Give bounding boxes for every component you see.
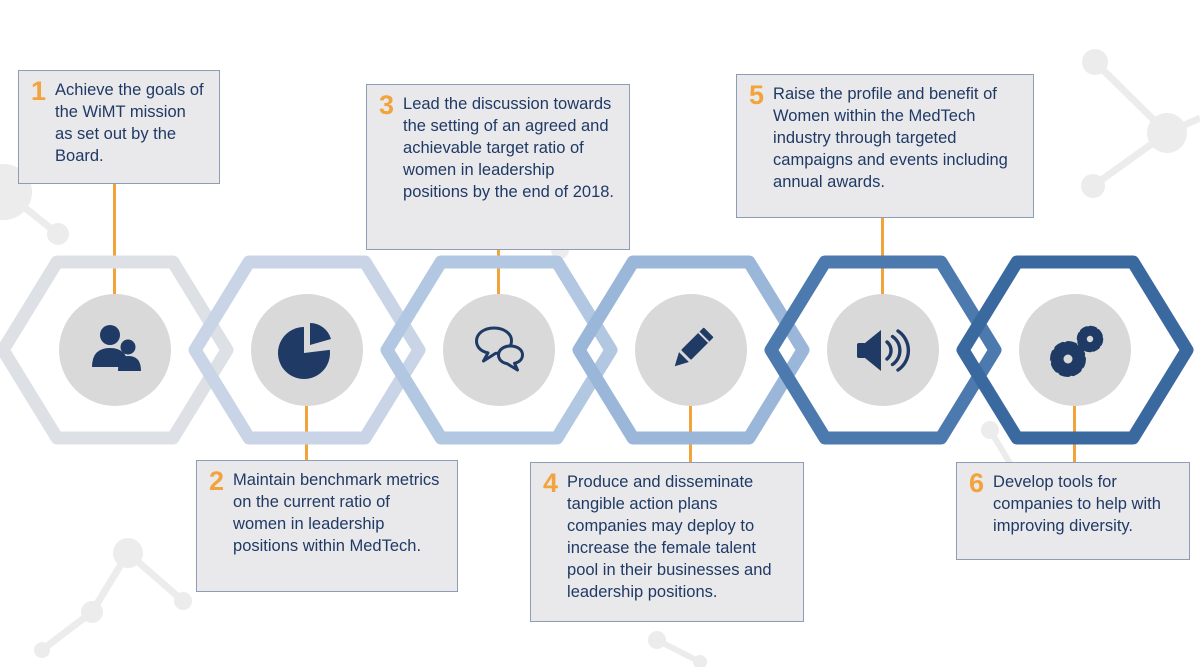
step-text: Maintain benchmark metrics on the curren…	[233, 471, 440, 555]
step-number: 4	[543, 468, 559, 498]
step-text: Raise the profile and benefit of Women w…	[773, 85, 1008, 191]
step-text: Develop tools for companies to help with…	[993, 473, 1161, 535]
step-text: Lead the discussion towards the setting …	[403, 95, 615, 201]
step-number: 5	[749, 80, 765, 110]
step-text: Produce and disseminate tangible action …	[567, 473, 772, 601]
gears-icon	[1050, 325, 1104, 377]
step-number: 6	[969, 468, 985, 498]
step-number: 2	[209, 466, 225, 496]
megaphone-icon	[857, 329, 911, 372]
molecule-cluster-bottom-center	[648, 631, 707, 667]
step-number: 1	[31, 76, 47, 106]
step-medallions	[59, 294, 1131, 406]
people-icon	[92, 325, 141, 371]
step-5-circle	[827, 294, 939, 406]
hexagon-links	[0, 255, 1194, 445]
molecule-cluster-bottom-left	[34, 538, 192, 658]
step-box-1: 1 Achieve the goals of the WiMT mission …	[18, 70, 220, 184]
step-box-6: 6 Develop tools for companies to help wi…	[956, 462, 1190, 560]
speech-bubbles-icon	[475, 326, 524, 372]
step-box-5: 5 Raise the profile and benefit of Women…	[736, 74, 1034, 218]
step-box-3: 3 Lead the discussion towards the settin…	[366, 84, 630, 250]
connector-line-1	[113, 183, 116, 296]
pie-chart-icon	[278, 319, 337, 379]
connector-line-3	[497, 249, 500, 297]
step-box-2: 2 Maintain benchmark metrics on the curr…	[196, 460, 458, 592]
molecule-cluster-top-right	[1081, 49, 1200, 198]
pencil-icon	[674, 327, 714, 367]
step-box-4: 4 Produce and disseminate tangible actio…	[530, 462, 804, 622]
step-text: Achieve the goals of the WiMT mission as…	[55, 81, 204, 165]
hexagon-chain	[0, 255, 1194, 445]
step-number: 3	[379, 90, 395, 120]
